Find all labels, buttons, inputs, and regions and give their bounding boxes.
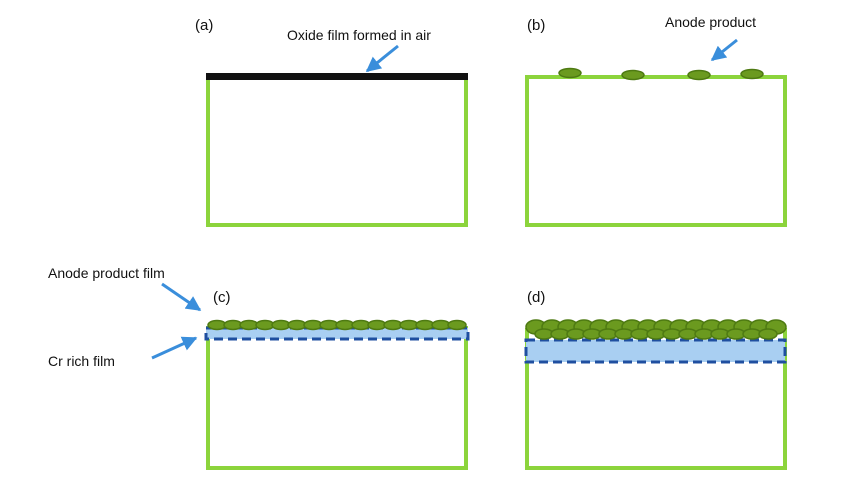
anode-product-particle <box>740 68 764 80</box>
anode-product-particles <box>558 67 764 81</box>
panel-d: (d) <box>524 289 787 470</box>
panel-label-d: (d) <box>527 289 545 306</box>
cr-rich-film-arrow <box>151 336 198 360</box>
anode-product-label: Anode product <box>665 14 756 30</box>
panel-c: (c) Anode product film Cr rich film <box>48 265 470 470</box>
oxide-film-arrow <box>365 44 399 73</box>
anode-product-film-c <box>207 319 467 331</box>
panel-a: (a) Oxide film formed in air <box>195 17 468 227</box>
panel-label-c: (c) <box>213 289 231 306</box>
anode-product-particle <box>687 69 711 81</box>
anode-product-particle <box>758 328 778 340</box>
oxide-film <box>206 73 468 80</box>
anode-product-particle <box>447 319 467 331</box>
panel-b: (b) Anode product <box>525 14 787 227</box>
cr-rich-film-label: Cr rich film <box>48 353 115 369</box>
panel-label-b: (b) <box>527 17 545 34</box>
anode-product-film-d-lower <box>534 328 778 340</box>
cr-rich-film-d <box>524 338 787 364</box>
substrate-a <box>206 75 468 227</box>
anode-product-film-label: Anode product film <box>48 265 165 281</box>
anode-product-particle <box>621 69 645 81</box>
panel-label-a: (a) <box>195 17 213 34</box>
anode-product-arrow <box>710 38 738 62</box>
substrate-b <box>525 75 787 227</box>
oxide-film-label: Oxide film formed in air <box>287 27 431 43</box>
anode-product-particle <box>558 67 582 79</box>
anode-product-film-arrow <box>161 282 202 312</box>
substrate-c <box>206 326 468 470</box>
